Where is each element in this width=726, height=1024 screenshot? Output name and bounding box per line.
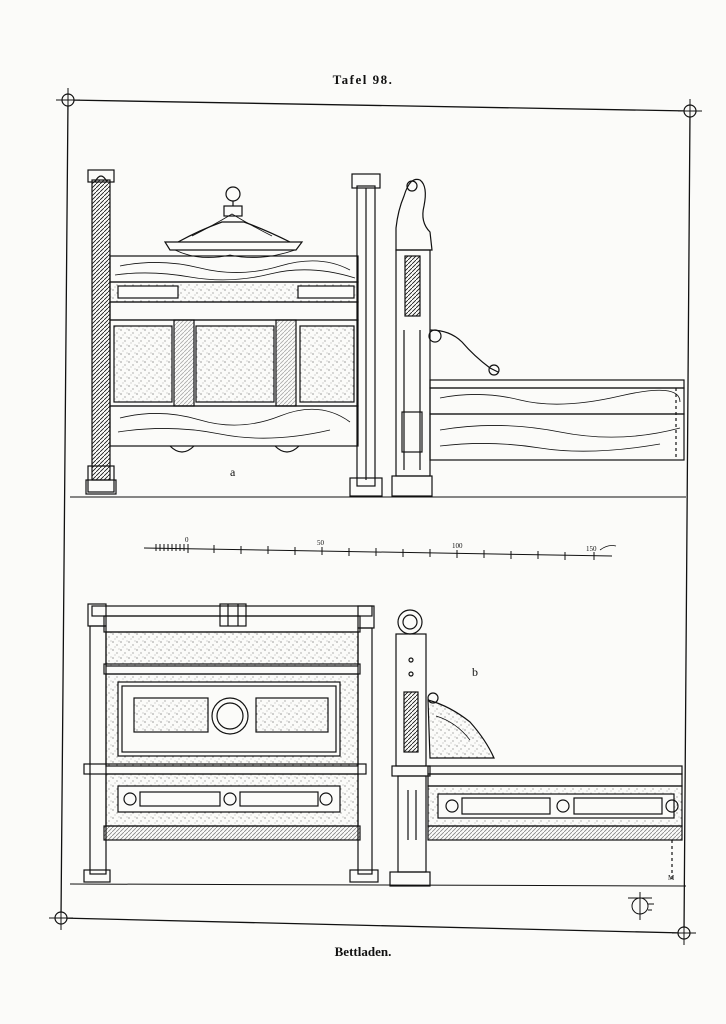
plate-title: Tafel 98. xyxy=(332,72,394,87)
plate-frame xyxy=(49,88,702,945)
scale-fine-ticks xyxy=(155,544,185,551)
dimension-mark: M xyxy=(668,874,675,882)
scale-tick-50: 50 xyxy=(317,539,325,547)
scale-tick-150: 150 xyxy=(586,545,597,553)
figure-b-headboard xyxy=(69,603,687,887)
figure-a-headboard xyxy=(70,169,686,498)
figure-b-label: b xyxy=(472,665,478,679)
scale-tick-100: 100 xyxy=(452,542,463,550)
scale-bar xyxy=(143,544,617,560)
monogram-logo xyxy=(628,892,654,920)
plate-caption: Bettladen. xyxy=(334,944,392,959)
scale-tick-0: 0 xyxy=(185,536,189,544)
figure-a-label: a xyxy=(230,465,236,479)
